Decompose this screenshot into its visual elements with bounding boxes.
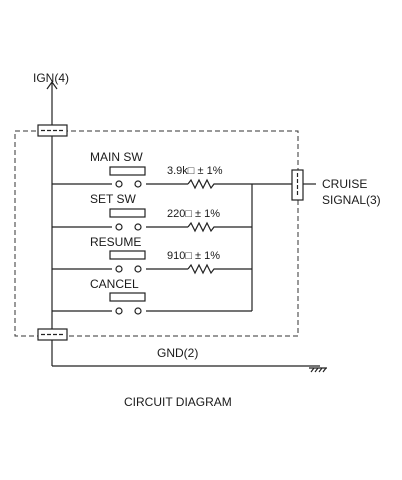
button-icon xyxy=(109,250,146,260)
button-icon xyxy=(109,208,146,218)
cruise-label-line2: SIGNAL(3) xyxy=(322,193,381,207)
switch-label-set: SET SW xyxy=(90,192,136,206)
switch-main xyxy=(109,166,146,189)
switch-cancel xyxy=(109,292,146,316)
resistor-main xyxy=(187,178,216,190)
resistor-resume xyxy=(187,263,216,275)
cruise-label-line1: CRUISE xyxy=(322,177,367,191)
switch-label-resume: RESUME xyxy=(90,235,141,249)
switch-set xyxy=(109,208,146,232)
button-icon xyxy=(109,166,146,176)
gnd-label: GND(2) xyxy=(157,346,198,360)
button-icon xyxy=(109,292,146,302)
diagram-caption: CIRCUIT DIAGRAM xyxy=(124,395,232,409)
ign-label: IGN(4) xyxy=(33,71,69,85)
resistor-set xyxy=(187,221,216,233)
switch-label-main: MAIN SW xyxy=(90,150,143,164)
resistor-label-resume: 910□ ± 1% xyxy=(167,250,220,262)
resistor-label-main: 3.9k□ ± 1% xyxy=(167,165,223,177)
switch-resume xyxy=(109,250,146,274)
ign-arrow-icon xyxy=(46,80,58,90)
switch-label-cancel: CANCEL xyxy=(90,277,139,291)
connector-bottom xyxy=(37,328,68,341)
module-enclosure xyxy=(14,130,299,337)
ground-icon xyxy=(309,367,327,373)
resistor-label-set: 220□ ± 1% xyxy=(167,208,220,220)
connector-top xyxy=(37,124,68,137)
